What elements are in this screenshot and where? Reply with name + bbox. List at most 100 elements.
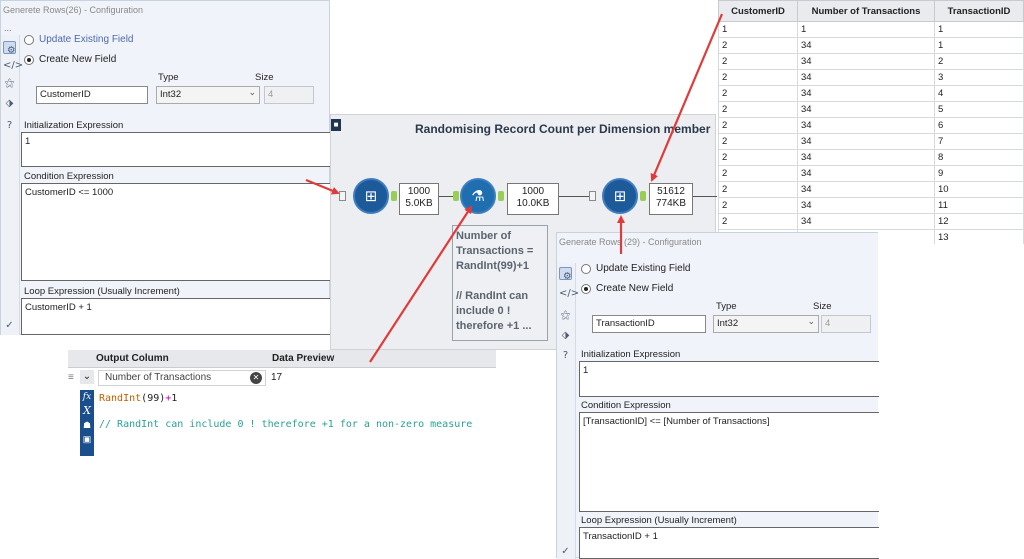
- column-header-number-of-transactions[interactable]: Number of Transactions: [797, 0, 935, 22]
- loop-expression-editor[interactable]: CustomerID + 1: [21, 298, 331, 335]
- type-select-value: Int32: [717, 318, 739, 329]
- comment-line: [456, 274, 544, 289]
- table-cell: 2: [718, 197, 798, 214]
- type-label: Type: [158, 72, 179, 83]
- comment-line: Number of: [456, 230, 511, 242]
- table-cell: 34: [797, 101, 935, 118]
- update-existing-label: Update Existing Field: [39, 34, 134, 45]
- results-grid: CustomerID Number of Transactions Transa…: [718, 0, 1024, 244]
- collapse-chevron-icon[interactable]: ⌄: [80, 370, 94, 384]
- formula-tool[interactable]: ⚗: [460, 178, 496, 214]
- expression-comment[interactable]: // RandInt can include 0 ! therefore +1 …: [99, 419, 473, 430]
- check-icon[interactable]: ✓: [5, 320, 14, 331]
- chevron-down-icon: ⌄: [248, 88, 256, 98]
- init-expression-editor[interactable]: 1: [579, 361, 879, 397]
- drag-handle-icon[interactable]: ≡: [68, 372, 74, 383]
- condition-expression-editor[interactable]: [TransactionID] <= [Number of Transactio…: [579, 412, 879, 512]
- table-cell: 1: [718, 21, 798, 38]
- type-select[interactable]: Int32 ⌄: [156, 86, 260, 104]
- help-icon[interactable]: ?: [6, 120, 13, 131]
- table-cell: 12: [934, 213, 1024, 230]
- type-select[interactable]: Int32 ⌄: [713, 315, 819, 333]
- record-count-box-1[interactable]: 1000 5.0KB: [399, 183, 439, 215]
- comment-box[interactable]: Number of Transactions = RandInt(99)+1 /…: [452, 225, 548, 341]
- field-name-input[interactable]: TransactionID: [592, 315, 706, 333]
- tag-icon[interactable]: ⬗: [5, 98, 14, 109]
- formula-side-toolbar: fx X ☗ ▣: [80, 390, 94, 456]
- expression-function: RandInt: [99, 393, 142, 404]
- table-cell: 34: [797, 37, 935, 54]
- saved-expression-icon[interactable]: ☗: [82, 420, 92, 430]
- container-collapse-icon[interactable]: ■: [331, 119, 341, 131]
- output-anchor[interactable]: [498, 191, 504, 201]
- input-anchor[interactable]: [339, 191, 346, 201]
- wand-icon[interactable]: ⚝: [4, 78, 15, 89]
- output-anchor[interactable]: [391, 191, 397, 201]
- update-existing-radio[interactable]: [581, 264, 591, 274]
- record-count-box-2[interactable]: 1000 10.0KB: [507, 183, 559, 215]
- column-header-transactionid[interactable]: TransactionID: [934, 0, 1024, 22]
- field-name-input[interactable]: CustomerID: [36, 86, 148, 104]
- size-input[interactable]: 4: [264, 86, 314, 104]
- record-count: 1000: [521, 186, 545, 197]
- table-cell: 1: [934, 37, 1024, 54]
- generate-rows-tool-1[interactable]: ⊞: [353, 178, 389, 214]
- input-anchor[interactable]: [589, 191, 596, 201]
- table-cell: 2: [718, 149, 798, 166]
- table-cell: 34: [797, 149, 935, 166]
- output-anchor[interactable]: [640, 191, 646, 201]
- create-new-radio[interactable]: [581, 284, 591, 294]
- size-input[interactable]: 4: [821, 315, 871, 333]
- input-anchor[interactable]: [453, 191, 459, 201]
- table-cell: 2: [718, 213, 798, 230]
- condition-expression-label: Condition Expression: [581, 400, 671, 411]
- help-icon[interactable]: ?: [562, 350, 569, 361]
- tag-icon[interactable]: ⬗: [561, 330, 570, 341]
- function-icon[interactable]: fx: [82, 392, 92, 402]
- gear-icon[interactable]: ⚙: [559, 267, 572, 282]
- condition-expression-editor[interactable]: CustomerID <= 1000: [21, 183, 331, 281]
- size-label: Size: [255, 72, 274, 83]
- wand-icon[interactable]: ⚝: [560, 310, 571, 321]
- clear-icon[interactable]: ✕: [250, 372, 262, 384]
- gear-icon[interactable]: ⚙: [3, 41, 16, 56]
- type-select-value: Int32: [160, 89, 182, 100]
- create-new-radio[interactable]: [24, 55, 34, 65]
- overflow-dots[interactable]: ...: [4, 23, 12, 33]
- table-cell: 6: [934, 117, 1024, 134]
- output-column-select[interactable]: Number of Transactions ✕: [98, 370, 266, 386]
- update-existing-label: Update Existing Field: [596, 263, 691, 274]
- save-icon[interactable]: ▣: [82, 434, 92, 444]
- table-cell: 13: [934, 229, 1024, 244]
- variable-icon[interactable]: X: [83, 404, 91, 417]
- code-icon[interactable]: </>: [559, 288, 580, 299]
- table-cell: 34: [797, 53, 935, 70]
- output-column-value: Number of Transactions: [105, 372, 212, 383]
- init-expression-label: Initialization Expression: [581, 349, 681, 360]
- check-icon[interactable]: ✓: [561, 546, 570, 557]
- code-icon[interactable]: </>: [3, 60, 24, 71]
- init-expression-editor[interactable]: 1: [21, 132, 331, 167]
- output-column-header: Output Column: [68, 350, 268, 368]
- expression-line[interactable]: RandInt(99)+1: [99, 393, 177, 404]
- loop-expression-editor[interactable]: TransactionID + 1: [579, 527, 879, 559]
- column-header-customerid[interactable]: CustomerID: [718, 0, 798, 22]
- side-toolbar: ⚙ </> ⚝ ⬗ ? ✓: [1, 35, 24, 335]
- generate-rows-tool-2[interactable]: ⊞: [602, 178, 638, 214]
- update-existing-radio[interactable]: [24, 35, 34, 45]
- record-count-box-3[interactable]: 51612 774KB: [649, 183, 693, 215]
